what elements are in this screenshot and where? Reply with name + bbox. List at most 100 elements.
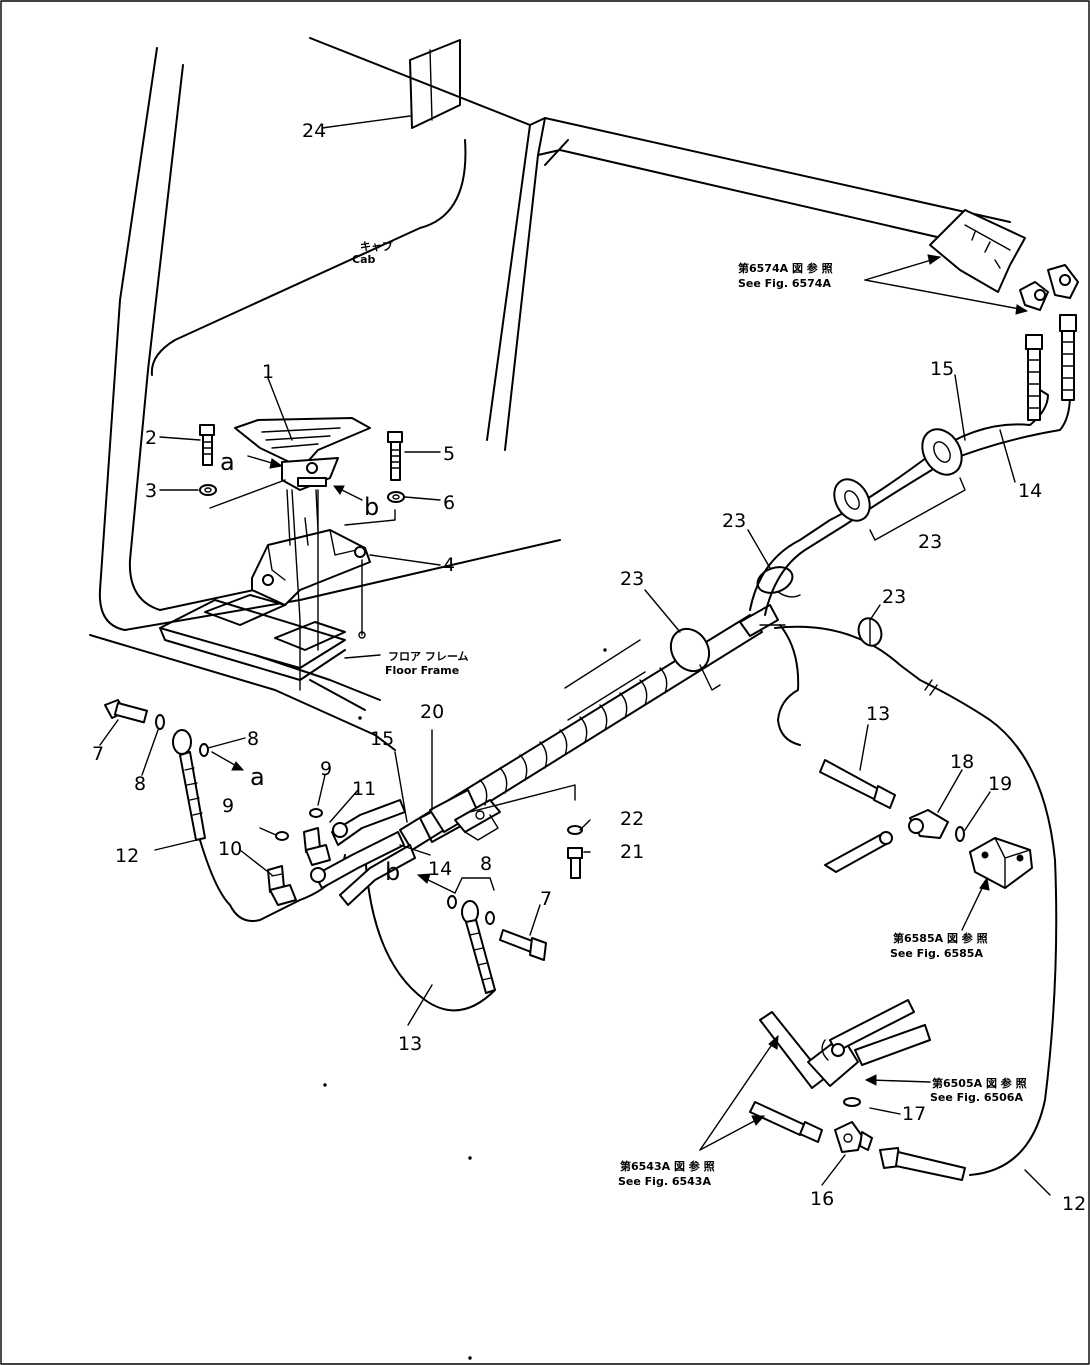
label-15-left: 15 xyxy=(370,728,394,750)
label-8-left: 8 xyxy=(134,773,146,795)
ref-6574-arrow-a xyxy=(864,257,939,281)
label-5: 5 xyxy=(443,443,455,465)
label-7-left: 7 xyxy=(92,743,104,765)
note-cab-en: Cab xyxy=(352,253,375,266)
note-6585-en: See Fig. 6585A xyxy=(890,947,983,960)
block-6585a xyxy=(969,837,1033,889)
leader-a-pedal xyxy=(209,479,286,509)
callout-b-lower: b xyxy=(385,858,400,886)
cab-outline xyxy=(89,37,1016,751)
label-3: 3 xyxy=(145,480,157,502)
hose-end-13-lower xyxy=(461,900,496,994)
label-7-lower: 7 xyxy=(540,888,552,910)
detail-callouts: a b a b xyxy=(220,448,400,886)
cab-plate xyxy=(409,39,461,129)
floor-frame xyxy=(159,594,381,711)
adapter-18 xyxy=(908,809,949,839)
pedal-bracket xyxy=(251,489,371,606)
bolt-21 xyxy=(567,847,583,879)
leader-8-lower xyxy=(454,877,495,894)
callout-b-pedal: b xyxy=(364,493,379,521)
note-floor-jp: フロア フレーム xyxy=(388,650,469,663)
leader-24 xyxy=(321,115,411,129)
label-13-right: 13 xyxy=(866,703,890,725)
hose-12-right xyxy=(774,625,1058,1176)
bolt-7-lower xyxy=(499,929,547,961)
label-11: 11 xyxy=(352,778,376,800)
leader-lines xyxy=(99,374,1051,1196)
valve-6574a xyxy=(929,209,1079,311)
note-6506-en: See Fig. 6506A xyxy=(930,1091,1023,1104)
tube-end-fitting xyxy=(739,604,779,637)
ref-6543-arrow-b xyxy=(699,1117,761,1151)
callout-a-left: a xyxy=(250,763,265,791)
label-16: 16 xyxy=(810,1188,834,1210)
clamp-23-coil xyxy=(756,566,801,598)
label-2: 2 xyxy=(145,427,157,449)
hose-13-left xyxy=(364,849,496,1012)
leader-14-left xyxy=(399,844,431,856)
grommet-23-b xyxy=(921,428,963,476)
washer-6 xyxy=(387,491,405,503)
note-cab-jp: キャブ xyxy=(360,239,393,253)
ref-6585-arrow xyxy=(961,881,986,931)
washer-3 xyxy=(199,484,217,496)
label-8-top: 8 xyxy=(247,728,259,750)
label-4: 4 xyxy=(443,554,455,576)
specks xyxy=(323,648,607,1360)
note-6574-en: See Fig. 6574A xyxy=(738,277,831,290)
label-19: 19 xyxy=(988,773,1012,795)
leader-15-left xyxy=(394,751,408,823)
note-6585-jp: 第6585A 図 参 照 xyxy=(893,931,988,945)
part-number-labels: 1 2 3 5 6 4 24 7 8 8 12 10 9 9 11 15 20 … xyxy=(92,120,1086,1215)
label-22: 22 xyxy=(620,808,644,830)
leader-17 xyxy=(869,1107,901,1115)
oring-17 xyxy=(843,1097,861,1107)
hose-end-12-lower xyxy=(879,1147,966,1181)
bolt-hole xyxy=(358,631,366,639)
leader-floor xyxy=(344,654,381,659)
note-6543-en: See Fig. 6543A xyxy=(618,1175,711,1188)
hose-end-upper-right xyxy=(1059,314,1077,401)
washer-8-right xyxy=(199,743,209,757)
washer-9-right xyxy=(309,808,323,818)
label-13-left: 13 xyxy=(398,1033,422,1055)
pedal-axis xyxy=(291,489,301,691)
leader-b-pedal xyxy=(344,509,396,526)
hose-14-15-upper xyxy=(749,389,1071,616)
note-6506-jp: 第6505A 図 参 照 xyxy=(932,1076,1027,1090)
hoses-14-15-left xyxy=(310,799,416,906)
bolt-2 xyxy=(199,424,215,466)
washer-9-left xyxy=(275,831,289,841)
tee-6506a xyxy=(759,999,931,1089)
oring-19 xyxy=(955,826,965,842)
bolt-5 xyxy=(387,431,403,481)
label-12-left: 12 xyxy=(115,845,139,867)
callout-a-pedal: a xyxy=(220,448,235,476)
reference-notes: キャブ Cab フロア フレーム Floor Frame 第6574A 図 参 … xyxy=(352,239,1027,1188)
ref-6506-arrow xyxy=(869,1079,931,1083)
grommet-leader xyxy=(869,477,966,541)
label-15-right: 15 xyxy=(930,358,954,380)
label-9-left: 9 xyxy=(222,795,234,817)
label-8-lower: 8 xyxy=(480,853,492,875)
hose-bundle-20 xyxy=(399,614,763,851)
label-23-grommet: 23 xyxy=(918,531,942,553)
hose-13-right xyxy=(777,624,896,809)
label-1: 1 xyxy=(262,361,274,383)
note-floor-en: Floor Frame xyxy=(385,664,459,677)
label-14-right: 14 xyxy=(1018,480,1042,502)
washer-22 xyxy=(567,825,583,835)
brake-pedal xyxy=(234,417,371,491)
elbow-16 xyxy=(834,1121,873,1153)
elbow-11 xyxy=(303,827,331,866)
label-18: 18 xyxy=(950,751,974,773)
washer-8-lower-b xyxy=(485,911,495,925)
label-17: 17 xyxy=(902,1103,926,1125)
washer-8-lower-a xyxy=(447,895,457,909)
spiral-protector xyxy=(479,639,668,806)
label-6: 6 xyxy=(443,492,455,514)
bolt-7-left xyxy=(104,699,148,724)
